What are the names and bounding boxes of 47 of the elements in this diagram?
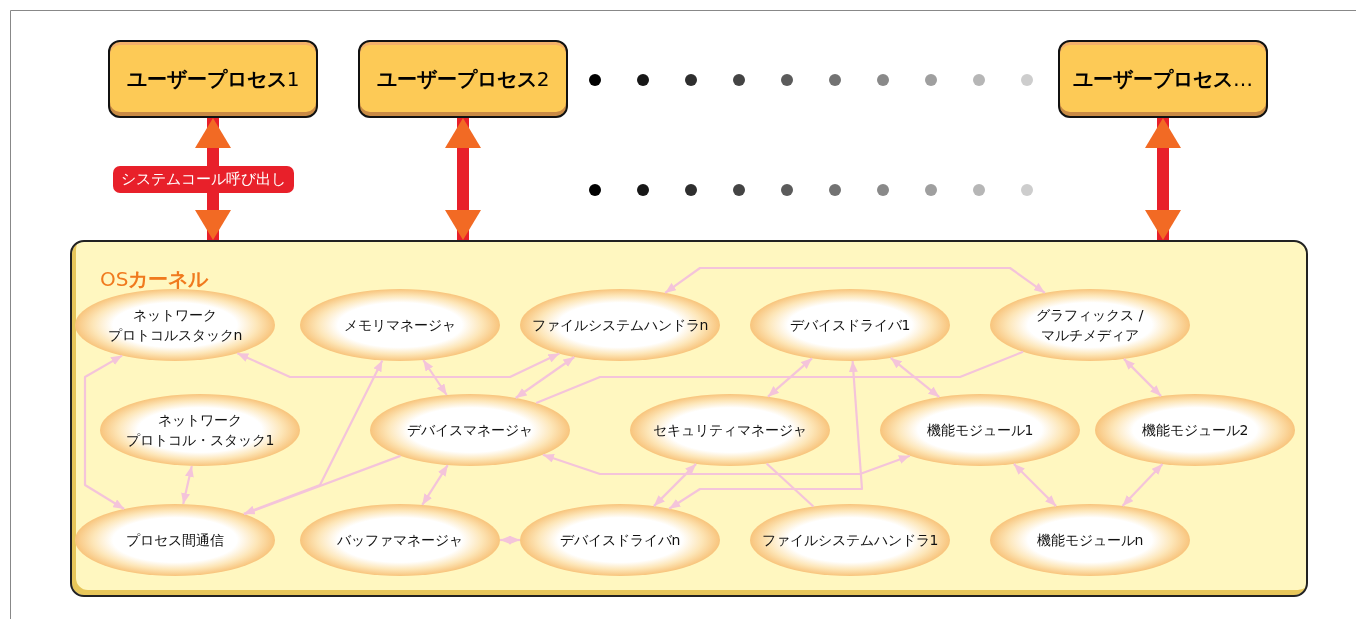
node-label: グラフィックス / マルチメディア bbox=[1035, 305, 1145, 345]
double-arrow bbox=[195, 118, 231, 240]
process-box bbox=[1058, 40, 1268, 118]
node-label: ユーザープロセス… bbox=[1073, 65, 1253, 93]
arrow bbox=[83, 354, 125, 510]
arrow bbox=[664, 266, 1046, 294]
node-label: ファイルシステムハンドラn bbox=[531, 315, 709, 335]
arrow bbox=[767, 357, 813, 398]
arrow bbox=[421, 464, 449, 506]
node-label: バッファマネージャ bbox=[337, 530, 463, 550]
arrow bbox=[243, 359, 384, 515]
panel-title: OSカーネル bbox=[100, 266, 209, 293]
edge-label: システムコール呼び出し bbox=[113, 166, 294, 193]
node-label: 機能モジュール2 bbox=[1141, 420, 1249, 440]
arrow bbox=[890, 357, 940, 398]
connector-line bbox=[765, 462, 815, 508]
node-label: ネットワークプロトコルスタックn bbox=[107, 305, 243, 345]
node-label: プロセス間通信 bbox=[126, 530, 224, 550]
arrow bbox=[668, 360, 864, 510]
arrow bbox=[1121, 463, 1164, 507]
connector-line bbox=[244, 454, 401, 516]
arrow bbox=[236, 352, 560, 379]
arrow bbox=[515, 356, 575, 399]
node-label: ファイルシステムハンドラ1 bbox=[761, 530, 939, 550]
node-label: メモリマネージャ bbox=[344, 315, 456, 335]
arrow bbox=[1123, 358, 1162, 397]
process-box bbox=[108, 40, 318, 118]
node-label: ユーザープロセス2 bbox=[376, 65, 550, 93]
node-label: デバイスドライバ1 bbox=[789, 315, 911, 335]
node-label: セキュリティマネージャ bbox=[653, 420, 807, 440]
process-box bbox=[358, 40, 568, 118]
arrow bbox=[422, 359, 448, 396]
arrow bbox=[653, 463, 697, 507]
arrow bbox=[1013, 463, 1057, 507]
double-arrow bbox=[1145, 118, 1181, 240]
node-label: ネットワークプロトコル・スタック1 bbox=[125, 410, 275, 450]
kernel-panel bbox=[70, 240, 1308, 597]
arrow bbox=[181, 465, 194, 505]
node-label: 機能モジュール1 bbox=[926, 420, 1034, 440]
node-label: ユーザープロセス1 bbox=[126, 65, 300, 93]
connector-line bbox=[535, 350, 1024, 404]
double-arrow bbox=[445, 118, 481, 240]
node-label: デバイスドライバn bbox=[559, 530, 681, 550]
arrow bbox=[542, 453, 911, 476]
node-label: 機能モジュールn bbox=[1036, 530, 1144, 550]
node-label: デバイスマネージャ bbox=[407, 420, 533, 440]
arrow bbox=[500, 535, 520, 545]
